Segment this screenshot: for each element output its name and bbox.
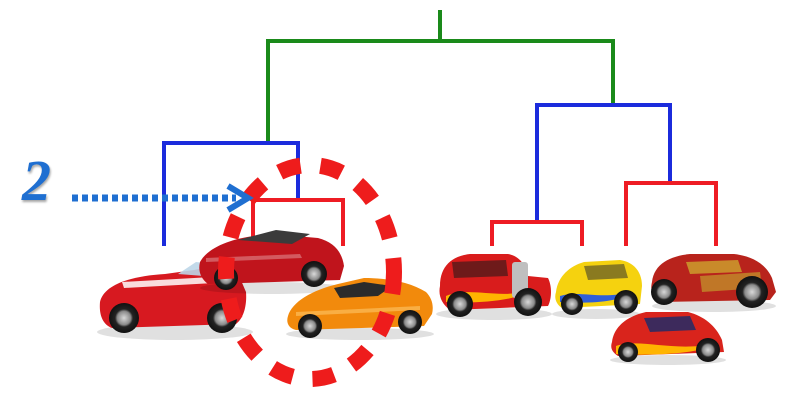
dendrogram-low-level <box>251 181 718 246</box>
hot-rod-small-red-icon <box>610 312 726 365</box>
dendrogram-top-level <box>266 10 615 142</box>
callout-arrow <box>72 183 254 213</box>
callout-label: 2 <box>22 148 51 213</box>
hot-rod-yellow-icon <box>552 260 642 319</box>
hot-rod-dark-red-icon <box>651 254 776 312</box>
highlight-circle <box>218 157 402 387</box>
hot-rod-red-icon <box>436 254 552 320</box>
